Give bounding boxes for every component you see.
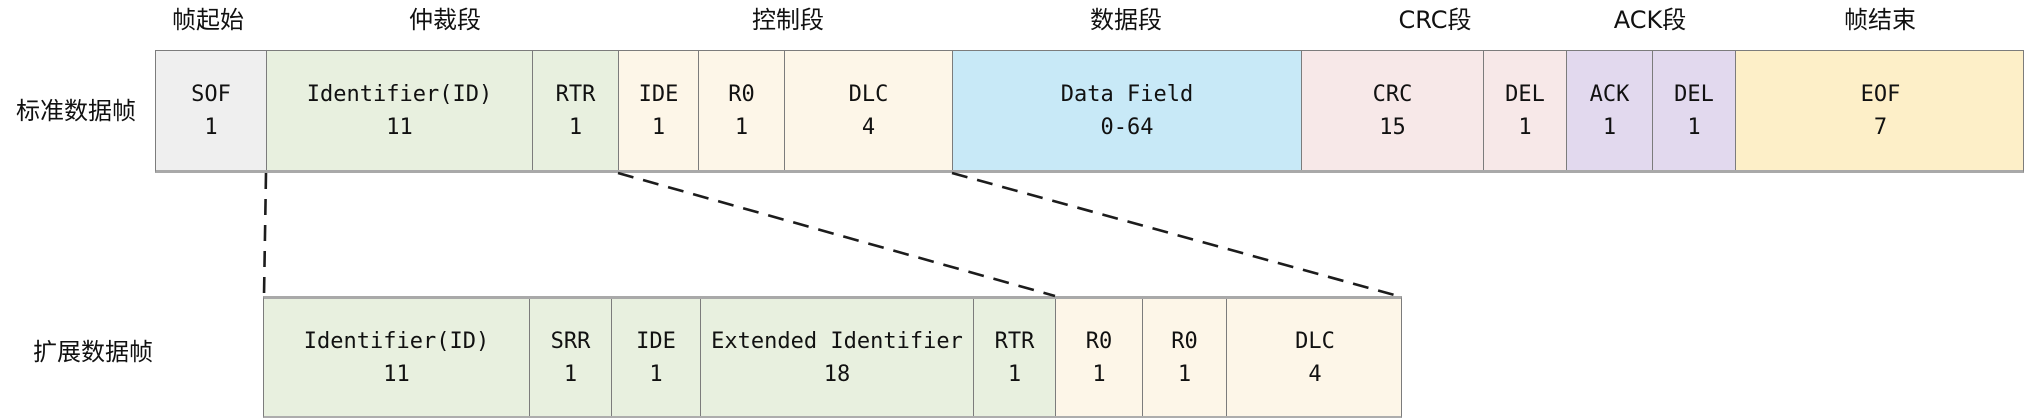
frame-cell: DEL 1	[1653, 51, 1736, 170]
cell-field-name: RTR	[994, 328, 1035, 354]
frame-cell: R0 1	[1056, 299, 1143, 416]
cell-bit-count: 11	[386, 114, 413, 140]
connector-dashed-line	[262, 172, 268, 297]
cell-field-name: R0	[1171, 328, 1198, 354]
cell-field-name: IDE	[638, 81, 679, 107]
cell-field-name: DLC	[848, 81, 889, 107]
frame-cell: Extended Identifier 18	[701, 299, 974, 416]
cell-bit-count: 1	[1092, 361, 1106, 387]
segment-label: 数据段	[1090, 6, 1162, 34]
frame-cell: ACK 1	[1567, 51, 1653, 170]
cell-bit-count: 7	[1873, 114, 1888, 140]
cell-bit-count: 1	[1602, 114, 1617, 140]
cell-bit-count: 1	[1518, 114, 1532, 140]
frame-cell: R0 1	[699, 51, 785, 170]
cell-field-name: Identifier(ID)	[303, 328, 490, 354]
cell-bit-count: 18	[823, 361, 851, 387]
cell-bit-count: 1	[563, 361, 578, 387]
cell-field-name: R0	[728, 81, 755, 107]
cell-field-name: DLC	[1295, 328, 1335, 354]
connector-dashed-line	[617, 171, 1056, 298]
row-label-extended-frame: 扩展数据帧	[33, 338, 153, 366]
extended-data-frame: Identifier(ID) 11 SRR 1 IDE 1 Extended I…	[263, 296, 1402, 418]
segment-label: 仲裁段	[409, 6, 481, 34]
connector-dashed-line	[951, 171, 1399, 298]
row-label-standard-frame: 标准数据帧	[16, 97, 136, 125]
frame-cell: CRC 15	[1302, 51, 1484, 170]
cell-field-name: RTR	[555, 81, 596, 107]
frame-cell: DEL 1	[1484, 51, 1567, 170]
cell-bit-count: 15	[1379, 114, 1406, 140]
cell-bit-count: 1	[1007, 361, 1022, 387]
segment-label: ACK段	[1613, 6, 1687, 34]
cell-bit-count: 1	[651, 114, 666, 140]
cell-field-name: DEL	[1505, 81, 1545, 107]
cell-bit-count: 0-64	[1100, 114, 1154, 140]
frame-cell: RTR 1	[533, 51, 619, 170]
cell-field-name: Extended Identifier	[711, 328, 963, 354]
cell-bit-count: 1	[568, 114, 583, 140]
cell-bit-count: 1	[734, 114, 749, 140]
segment-label: 帧结束	[1844, 6, 1916, 34]
cell-field-name: ACK	[1589, 81, 1630, 107]
cell-field-name: SOF	[191, 81, 231, 107]
cell-field-name: CRC	[1372, 81, 1413, 107]
frame-cell: EOF 7	[1736, 51, 2023, 170]
frame-cell: IDE 1	[619, 51, 699, 170]
cell-bit-count: 1	[1177, 361, 1192, 387]
standard-data-frame: SOF 1 Identifier(ID) 11 RTR 1 IDE 1 R0 1…	[155, 50, 2024, 173]
cell-field-name: DEL	[1674, 81, 1714, 107]
cell-field-name: Data Field	[1060, 81, 1194, 107]
cell-field-name: EOF	[1860, 81, 1901, 107]
cell-bit-count: 1	[1687, 114, 1701, 140]
cell-field-name: SRR	[550, 328, 591, 354]
frame-cell: IDE 1	[612, 299, 701, 416]
cell-bit-count: 4	[1308, 361, 1322, 387]
frame-cell: Data Field 0-64	[953, 51, 1302, 170]
frame-cell: DLC 4	[1227, 299, 1401, 416]
segment-label: CRC段	[1398, 6, 1472, 34]
frame-cell: SRR 1	[530, 299, 612, 416]
cell-bit-count: 11	[383, 361, 410, 387]
cell-bit-count: 1	[204, 114, 218, 140]
cell-field-name: IDE	[636, 328, 676, 354]
segment-label: 帧起始	[172, 6, 244, 34]
cell-bit-count: 1	[649, 361, 663, 387]
cell-field-name: R0	[1085, 328, 1113, 354]
cell-bit-count: 4	[861, 114, 876, 140]
frame-cell: R0 1	[1143, 299, 1227, 416]
frame-cell: Identifier(ID) 11	[267, 51, 533, 170]
frame-cell: Identifier(ID) 11	[264, 299, 530, 416]
frame-cell: DLC 4	[785, 51, 953, 170]
frame-cell: RTR 1	[974, 299, 1056, 416]
cell-field-name: Identifier(ID)	[306, 81, 493, 107]
segment-label: 控制段	[752, 6, 824, 34]
frame-cell: SOF 1	[156, 51, 267, 170]
